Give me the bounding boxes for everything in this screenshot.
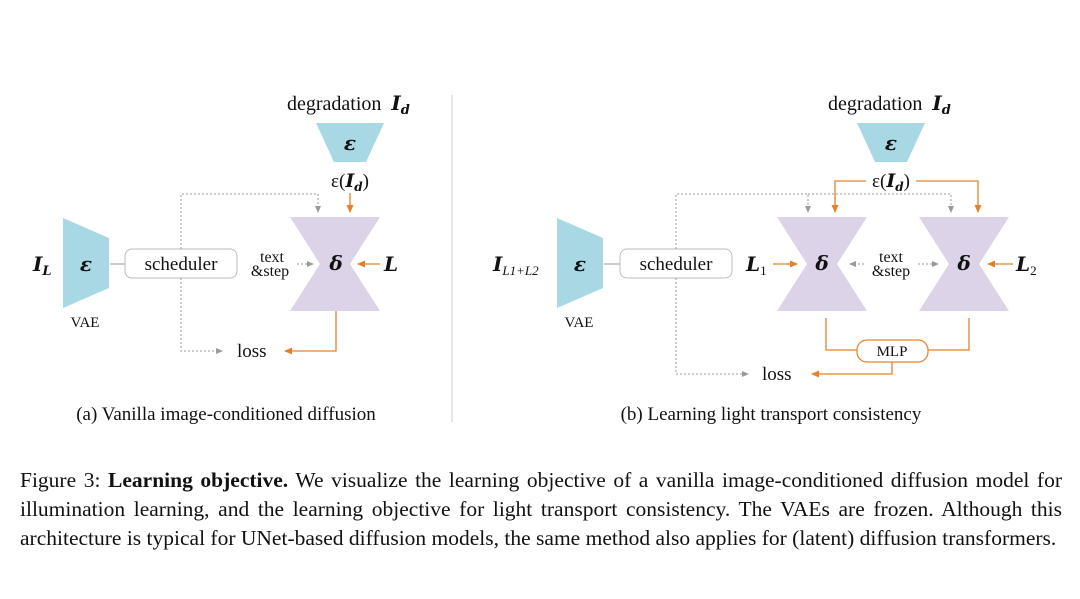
output-label: L	[383, 252, 398, 276]
vae-encoder-symbol: ε	[80, 252, 92, 276]
degradation-label: degradation	[287, 93, 381, 115]
vae-encoder-shape-b	[557, 218, 603, 308]
figure-caption-prefix: Figure 3:	[20, 468, 109, 492]
vae-label-b: VAE	[565, 315, 594, 331]
panel-b: degradation Id ε ε(Id) IL1+L2 ε VAE sche…	[492, 91, 1037, 425]
unet-shape	[290, 217, 380, 311]
panel-a-caption: (a) Vanilla image-conditioned diffusion	[76, 404, 376, 425]
unet-shape-1	[777, 217, 867, 311]
text-step-label-line1: text	[260, 249, 285, 266]
svg-text:degradation Id: degradation Id	[828, 91, 951, 118]
vae-encoder-symbol-b: ε	[574, 252, 586, 276]
unet-symbol-2: δ	[956, 251, 970, 275]
svg-text:degradation Id: degradation Id	[287, 91, 410, 118]
text-step-label-b-line1: text	[879, 249, 904, 266]
scheduler-label: scheduler	[145, 254, 218, 275]
l2-label: L2	[1015, 252, 1037, 278]
loss-label-b: loss	[762, 364, 792, 385]
degradation-encoder-symbol: ε	[344, 131, 356, 155]
loss-label: loss	[237, 341, 267, 362]
unet-shape-2	[919, 217, 1009, 311]
encoder-output-label: ε(Id)	[331, 170, 369, 194]
unet-symbol: δ	[328, 251, 342, 275]
panel-b-caption: (b) Learning light transport consistency	[621, 404, 922, 425]
degradation-encoder-symbol-b: ε	[885, 131, 897, 155]
figure-caption: Figure 3: Learning objective. We visuali…	[20, 466, 1062, 553]
diagram: degradation Id ε ε(Id) IL ε VAE schedule…	[32, 91, 1037, 425]
encoder-output-label-b: ε(Id)	[872, 170, 910, 194]
degradation-label-b: degradation	[828, 93, 922, 115]
text-step-label-b-line2: &step	[872, 263, 910, 280]
figure-caption-body: We visualize the learning objective of a…	[20, 468, 1063, 550]
mlp-label: MLP	[877, 344, 908, 360]
vae-encoder-shape	[63, 218, 109, 308]
degradation-encoder-shape	[316, 123, 384, 162]
text-step-label-line2: &step	[251, 263, 289, 280]
l1-label: L1	[745, 252, 767, 278]
input-label-b: IL1+L2	[492, 252, 539, 278]
vae-label: VAE	[71, 315, 100, 331]
input-label: IL	[32, 252, 52, 279]
scheduler-label-b: scheduler	[640, 254, 713, 275]
unet-symbol-1: δ	[814, 251, 828, 275]
panel-a: degradation Id ε ε(Id) IL ε VAE schedule…	[32, 91, 410, 425]
degradation-encoder-shape-b	[857, 123, 925, 162]
figure-caption-title: Learning objective.	[108, 468, 289, 492]
